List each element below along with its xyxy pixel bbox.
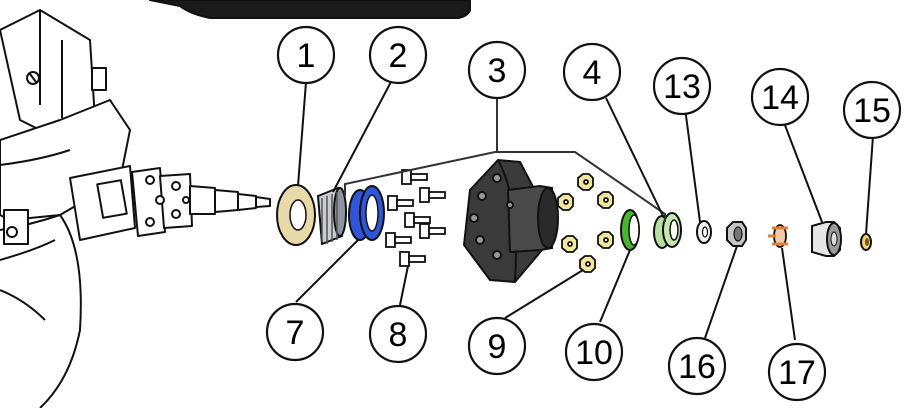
spindle: [69, 165, 271, 241]
svg-text:4: 4: [583, 54, 602, 92]
leader-1: [297, 81, 307, 187]
part-9-lug-nuts: [557, 173, 614, 273]
part-13-flat-washer: [696, 220, 712, 244]
callout-2: 2: [368, 25, 428, 85]
part-15-grease-plug: [860, 233, 872, 251]
callout-13: 13: [652, 56, 712, 116]
axle-frame-assembly: [0, 0, 471, 408]
svg-text:8: 8: [389, 316, 408, 354]
part-3-hub: [462, 158, 559, 284]
svg-text:14: 14: [761, 79, 799, 117]
callout-3: 3: [467, 40, 527, 100]
leader-7: [295, 239, 359, 303]
callout-7: 7: [265, 302, 325, 362]
leader-16: [704, 245, 738, 339]
callout-16: 16: [667, 336, 727, 396]
callout-10: 10: [564, 322, 624, 382]
part-4-outer-bearing: [653, 212, 682, 249]
part-2-inner-bearing: [316, 186, 347, 246]
svg-text:16: 16: [678, 348, 716, 386]
part-17-nut-retainer: [768, 224, 788, 248]
svg-text:3: 3: [488, 52, 507, 90]
svg-text:10: 10: [575, 334, 613, 372]
svg-text:13: 13: [663, 68, 701, 106]
leader-13: [684, 107, 701, 223]
part-1-washer: [276, 184, 316, 246]
leader-9: [504, 269, 584, 319]
svg-text:7: 7: [286, 314, 305, 352]
part-8-wheel-studs: [385, 169, 446, 267]
callout-1: 1: [276, 25, 336, 85]
svg-text:2: 2: [389, 37, 408, 75]
svg-text:15: 15: [853, 92, 891, 130]
svg-text:1: 1: [297, 37, 316, 75]
leader-lines: [295, 77, 874, 341]
callout-15: 15: [842, 80, 902, 140]
svg-text:9: 9: [488, 328, 507, 366]
svg-text:17: 17: [778, 354, 816, 392]
leader-14: [782, 119, 823, 223]
part-7-bearing-cup: [348, 185, 385, 241]
callout-14: 14: [750, 67, 810, 127]
leader-15: [865, 135, 874, 235]
callout-4: 4: [562, 42, 622, 102]
part-16-spindle-nut: [726, 221, 747, 247]
leader-8: [399, 265, 409, 306]
part-10-seal-ring: [620, 209, 640, 251]
hub-assembly-bracket: [344, 151, 666, 222]
part-14-dust-cap: [811, 221, 842, 257]
callout-17: 17: [767, 342, 827, 402]
callout-9: 9: [467, 316, 527, 376]
callout-8: 8: [368, 304, 428, 364]
leader-4: [605, 97, 665, 219]
leader-17: [781, 247, 796, 341]
leader-2: [332, 77, 394, 193]
leader-10: [599, 249, 631, 323]
